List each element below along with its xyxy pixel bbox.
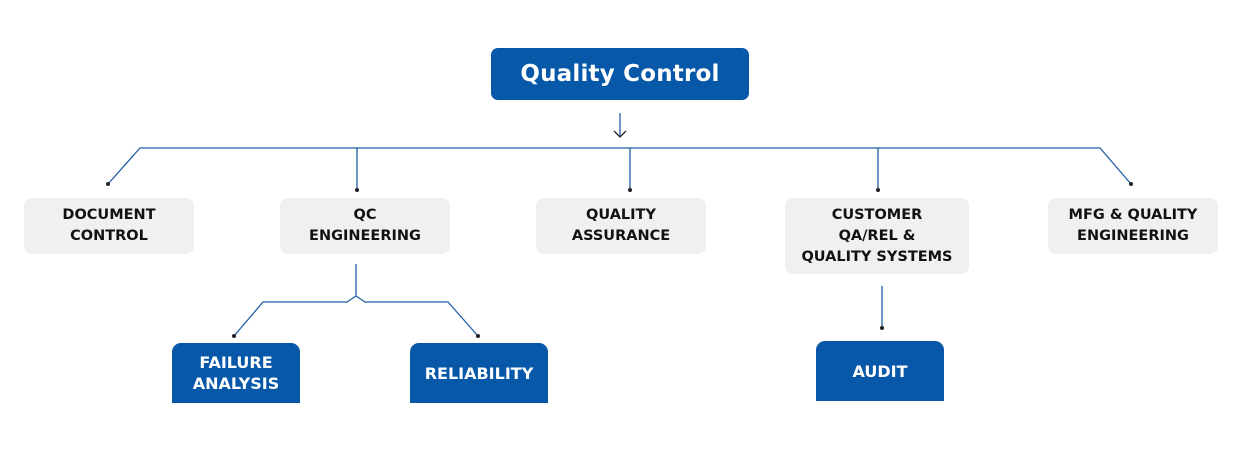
connector-dot xyxy=(1129,182,1133,186)
qc-branch-line xyxy=(233,295,479,337)
connector-dot xyxy=(476,334,480,338)
main-bus-line xyxy=(107,147,1132,185)
connector-dot xyxy=(232,334,236,338)
connector-dot xyxy=(876,188,880,192)
dept-mfg-quality-engineering: MFG & QUALITY ENGINEERING xyxy=(1048,198,1218,254)
root-node-quality-control: Quality Control xyxy=(491,48,749,100)
subunit-reliability: RELIABILITY xyxy=(410,343,548,403)
connector-dot xyxy=(355,188,359,192)
subunit-failure-analysis: FAILURE ANALYSIS xyxy=(172,343,300,403)
subunit-audit: AUDIT xyxy=(816,341,944,401)
dept-quality-assurance: QUALITY ASSURANCE xyxy=(536,198,706,254)
connector-dot xyxy=(106,182,110,186)
connector-dot xyxy=(628,188,632,192)
connector-dot xyxy=(880,326,884,330)
root-arrow-head xyxy=(613,130,627,138)
dept-qc-engineering: QC ENGINEERING xyxy=(280,198,450,254)
dept-customer-qa-rel-quality-systems: CUSTOMER QA/REL & QUALITY SYSTEMS xyxy=(785,198,969,274)
dept-document-control: DOCUMENT CONTROL xyxy=(24,198,194,254)
